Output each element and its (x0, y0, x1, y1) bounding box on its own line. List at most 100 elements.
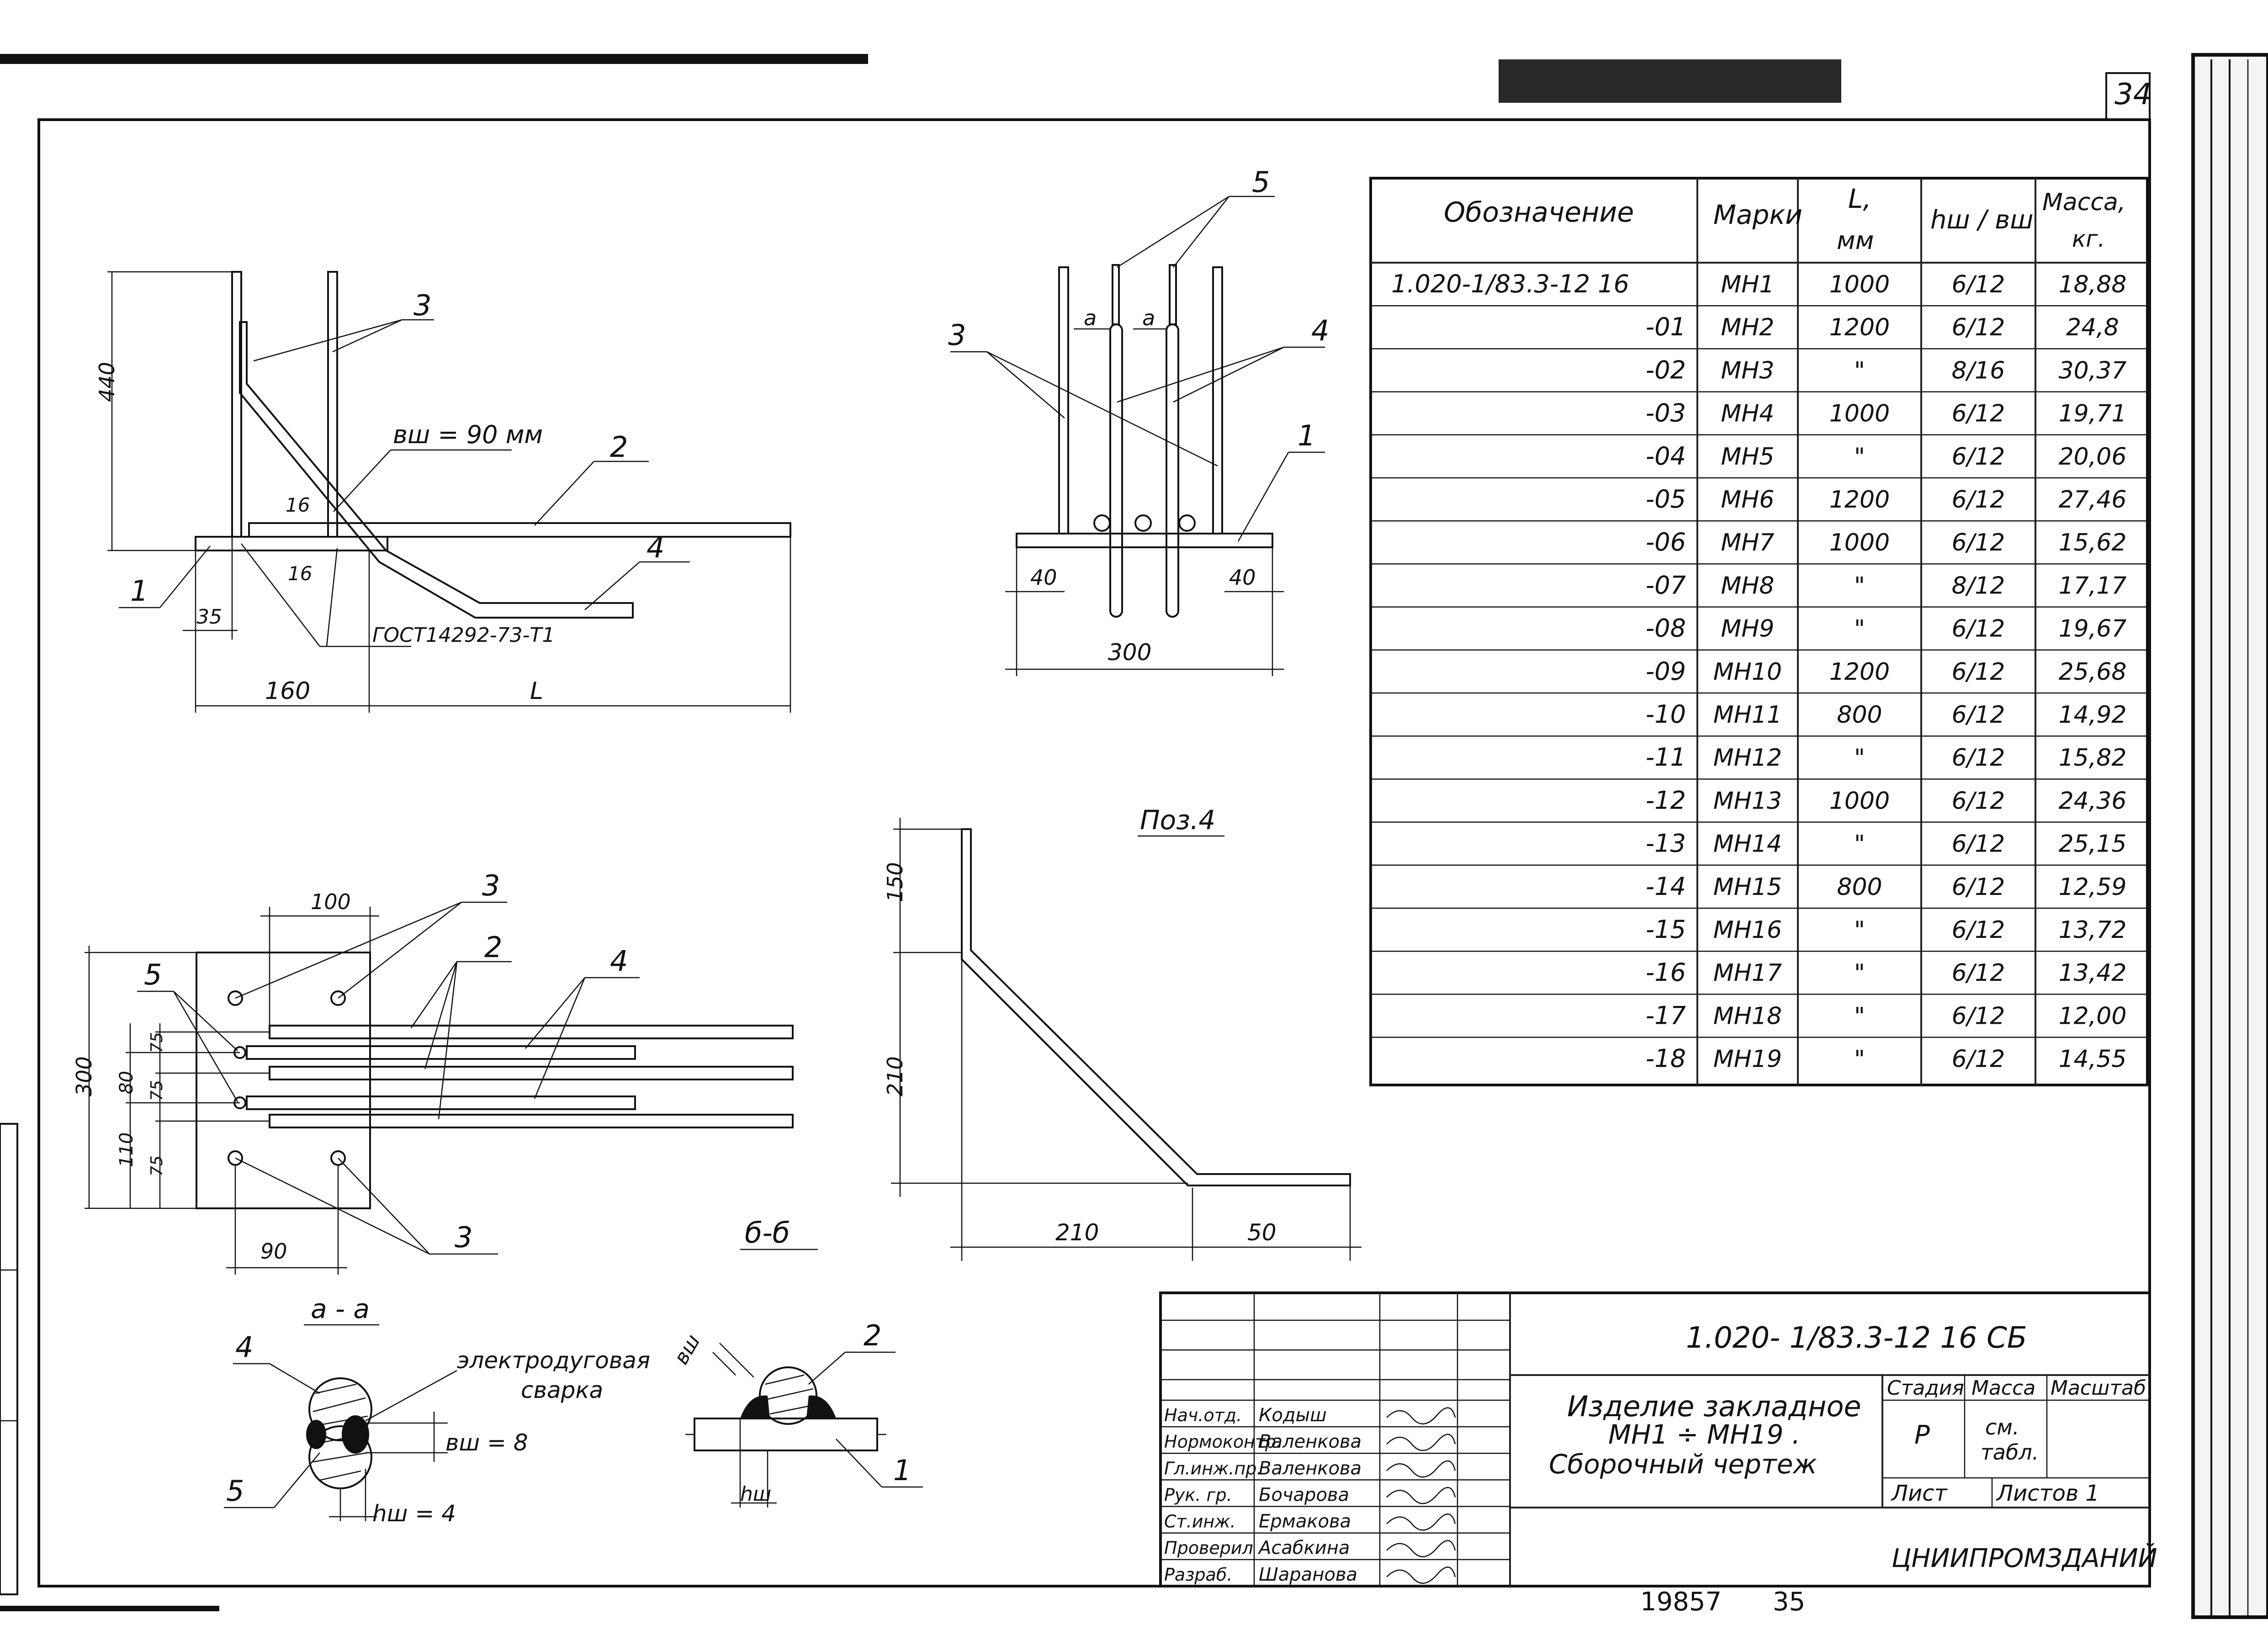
spec-mass: 12,59 (2059, 873, 2127, 901)
dim-L: L (530, 677, 543, 705)
base-plate (195, 536, 388, 551)
pos-4-main: 4 (646, 531, 664, 564)
spec-weld: 6/12 (1952, 701, 2005, 729)
spec-weld: 6/12 (1952, 615, 2005, 643)
staff-row: Рук. гр.Бочарова (1164, 1484, 1456, 1505)
dim-80: 80 (116, 1071, 137, 1094)
spec-weld: 6/12 (1952, 486, 2005, 513)
col-header-mark: Марки (1713, 199, 1802, 230)
spec-length: " (1854, 1046, 1865, 1073)
drawing-frame (37, 118, 2151, 1588)
tb-sheets-label: Листов 1 (1996, 1481, 2099, 1506)
view-side: а а 5 3 4 1 40 40 300 (948, 165, 1329, 676)
spec-mass: 20,06 (2059, 443, 2127, 471)
pos-3-plan-bottom: 3 (455, 1221, 472, 1254)
spec-length: 1000 (1829, 271, 1890, 298)
signature-mark (1386, 1407, 1456, 1425)
spec-mass: 24,36 (2059, 787, 2127, 815)
pos4-title: Поз.4 (1140, 804, 1215, 836)
spec-designation: -16 (1646, 958, 1686, 987)
tb-organization: ЦНИИПРОМЗДАНИЙ (1892, 1544, 2157, 1573)
spec-designation: -07 (1646, 571, 1686, 599)
spec-designation: -01 (1646, 312, 1686, 341)
col-header-mass-unit: кг. (2072, 226, 2105, 252)
signature-mark (1386, 1540, 1456, 1557)
spec-mass: 14,92 (2059, 701, 2127, 729)
spec-table: Обозначение Марки L, мм hш / вш Масса, к… (1369, 177, 2149, 1086)
dim-300-plan: 300 (72, 1056, 96, 1096)
spec-designation: -02 (1646, 355, 1686, 384)
spec-mark: МН14 (1713, 831, 1782, 858)
dim-100: 100 (311, 889, 351, 914)
dim-75-a: 75 (148, 1032, 166, 1053)
spec-length: " (1854, 615, 1865, 643)
spec-mass: 18,88 (2059, 271, 2127, 298)
spec-mark: МН12 (1713, 744, 1782, 772)
hatch-aa (313, 1383, 368, 1481)
staff-name: Шаранова (1259, 1564, 1357, 1585)
staff-role: Нач.отд. (1164, 1405, 1242, 1425)
title-block: 1.020- 1/83.3-12 16 СБ Изделие закладное… (1159, 1291, 2157, 1588)
dim-210-vertical: 210 (883, 1056, 907, 1096)
spec-mass: 17,17 (2059, 572, 2127, 599)
dim-440: 440 (95, 362, 119, 402)
spec-mark: МН1 (1721, 271, 1774, 298)
weld-note-1: электродуговая (457, 1347, 650, 1374)
spec-designation: -13 (1646, 829, 1686, 858)
weld-note: вш = 90 мм (393, 420, 543, 449)
col-header-length: L, (1848, 183, 1871, 214)
staff-name: Кодыш (1259, 1405, 1327, 1426)
spec-designation: -10 (1646, 700, 1686, 729)
spec-mark: МН16 (1713, 916, 1782, 944)
spec-mass: 27,46 (2059, 486, 2127, 513)
spec-mark: МН3 (1721, 357, 1774, 384)
staff-name: Валенкова (1259, 1431, 1362, 1452)
tb-stage-header: Стадия (1887, 1376, 1964, 1400)
spec-mass: 13,42 (2059, 959, 2127, 987)
spec-length: 800 (1837, 873, 1882, 901)
tb-mass-value-2: табл. (1981, 1440, 2039, 1465)
spec-length: " (1854, 572, 1865, 599)
weld-note-2: сварка (521, 1377, 603, 1403)
section-aa-title: а - а (311, 1293, 370, 1324)
spec-length: 800 (1837, 701, 1882, 729)
dim-75-b: 75 (148, 1080, 166, 1101)
spec-length: " (1854, 1002, 1865, 1030)
side-base-plate (1016, 533, 1273, 548)
spec-designation: -09 (1646, 657, 1686, 686)
sheet-number-box (2105, 72, 2151, 121)
dim-300-side: 300 (1108, 639, 1151, 666)
spec-designation: -08 (1646, 614, 1686, 643)
staff-name: Валенкова (1259, 1458, 1362, 1479)
weld-16-lower: 16 (288, 562, 312, 585)
pos-1-main: 1 (130, 574, 148, 608)
spec-weld: 6/12 (1952, 831, 2005, 858)
spec-length: 1000 (1829, 529, 1890, 556)
spec-length: 1200 (1829, 658, 1890, 686)
dim-90: 90 (260, 1239, 287, 1264)
spec-weld: 8/12 (1952, 572, 2005, 599)
tb-code: 1.020- 1/83.3-12 16 СБ (1686, 1321, 2027, 1355)
spec-weld: 6/12 (1952, 787, 2005, 815)
spec-mass: 12,00 (2059, 1002, 2127, 1030)
scan-bottom-bar (0, 1606, 219, 1611)
dim-40-left: 40 (1030, 565, 1057, 590)
spec-mass: 15,82 (2059, 744, 2127, 772)
spec-weld: 6/12 (1952, 529, 2005, 556)
spec-weld: 6/12 (1952, 744, 2005, 772)
spec-mass: 25,68 (2059, 658, 2127, 686)
spec-mark: МН17 (1713, 959, 1782, 987)
label-hsh: hш (740, 1482, 771, 1506)
pos4-bar-shape (961, 828, 1351, 1186)
spec-mass: 30,37 (2059, 357, 2127, 384)
spec-mass: 24,8 (2066, 314, 2119, 341)
